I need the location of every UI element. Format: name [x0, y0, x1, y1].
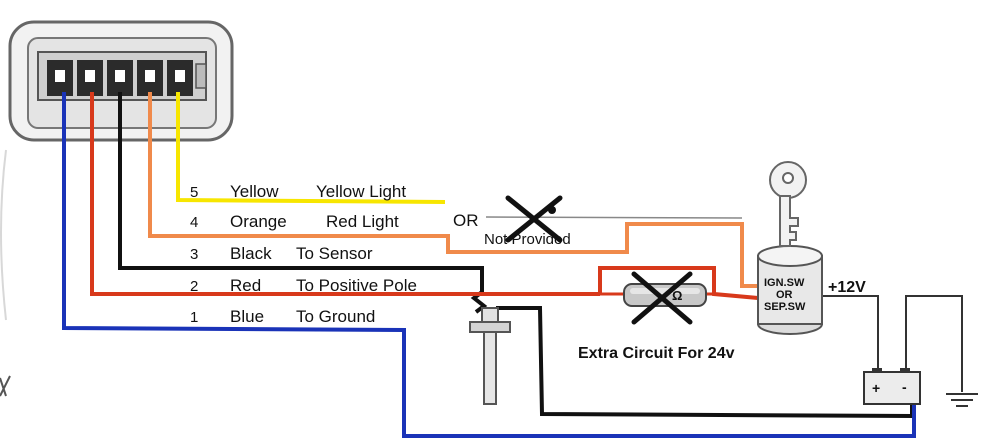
sensor-probe-icon — [469, 307, 511, 405]
wire-function: Red Light — [326, 212, 399, 231]
wire-blue — [62, 92, 916, 438]
not-provided-label: Not Provided — [484, 231, 571, 248]
wire-red-bypass — [598, 266, 759, 300]
pin-number-3: 3 — [190, 246, 198, 263]
edge-mark — [0, 375, 11, 397]
key-icon — [769, 161, 807, 247]
pin-number-5: 5 — [190, 184, 198, 201]
cross-not-provided-icon — [505, 195, 563, 243]
wire-not-provided — [485, 216, 743, 219]
cross-resistor-icon — [631, 271, 693, 325]
battery-plus: + — [872, 380, 880, 396]
edge-arc — [0, 149, 7, 321]
battery-icon — [863, 368, 921, 405]
ground-icon — [946, 393, 978, 407]
ignition-switch-icon — [757, 245, 823, 335]
wire-function: To Ground — [296, 307, 375, 326]
wire-12v — [822, 295, 879, 372]
battery-minus: - — [902, 379, 907, 395]
ohm-label: Ω — [672, 288, 682, 303]
or-small-label: OR — [776, 289, 793, 301]
wire-function: To Positive Pole — [296, 276, 417, 295]
sep-sw-label: SEP.SW — [764, 301, 806, 313]
pin-number-4: 4 — [190, 214, 198, 231]
switch-dot — [548, 206, 556, 214]
wire-yellow — [176, 92, 446, 204]
wire-color-name: Yellow — [230, 182, 279, 201]
wire-black-return — [496, 306, 914, 419]
ign-sw-label: IGN.SW — [764, 277, 805, 289]
wire-color-name: Blue — [230, 307, 264, 326]
wire-orange — [148, 92, 758, 288]
extra-circuit-label: Extra Circuit For 24v — [578, 345, 735, 362]
or-label: OR — [453, 211, 479, 230]
wire-function: To Sensor — [296, 244, 373, 263]
wire-red — [90, 92, 600, 296]
plus-12v-label: +12V — [828, 279, 866, 296]
wire-function: Yellow Light — [316, 182, 406, 201]
wire-color-name: Red — [230, 276, 261, 295]
wire-color-name: Orange — [230, 212, 287, 231]
wire-color-name: Black — [230, 244, 272, 263]
pin-number-1: 1 — [190, 309, 198, 326]
pin-number-2: 2 — [190, 278, 198, 295]
wire-ground — [905, 295, 963, 392]
